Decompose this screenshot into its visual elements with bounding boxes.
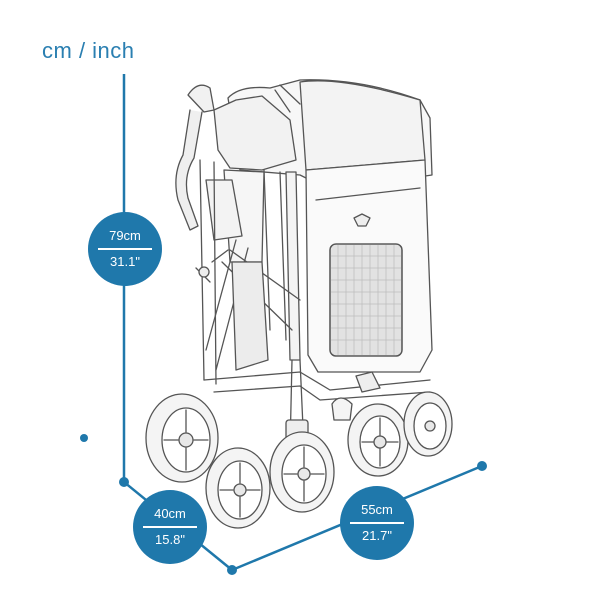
wheel-rear-left <box>145 393 219 483</box>
depth-badge: 40cm 15.8" <box>133 490 207 564</box>
wheel-front-left <box>205 447 271 529</box>
wheel-rear-right <box>347 403 409 477</box>
height-badge: 79cm 31.1" <box>88 212 162 286</box>
width-metric: 55cm <box>361 502 393 518</box>
badge-divider <box>350 522 404 524</box>
wheel-front-right <box>269 431 335 513</box>
width-badge: 55cm 21.7" <box>340 486 414 560</box>
height-metric: 79cm <box>109 228 141 244</box>
stroller-line-art <box>145 79 453 529</box>
depth-metric: 40cm <box>154 506 186 522</box>
height-imperial: 31.1" <box>110 253 140 269</box>
depth-imperial: 15.8" <box>155 531 185 547</box>
badge-divider <box>98 248 152 250</box>
corner-dot <box>227 565 237 575</box>
corner-dot <box>477 461 487 471</box>
wheel-back-right <box>403 391 453 457</box>
marker-dot <box>80 434 88 442</box>
badge-divider <box>143 526 197 528</box>
corner-dot <box>119 477 129 487</box>
units-title: cm / inch <box>42 38 135 63</box>
width-imperial: 21.7" <box>362 527 392 543</box>
